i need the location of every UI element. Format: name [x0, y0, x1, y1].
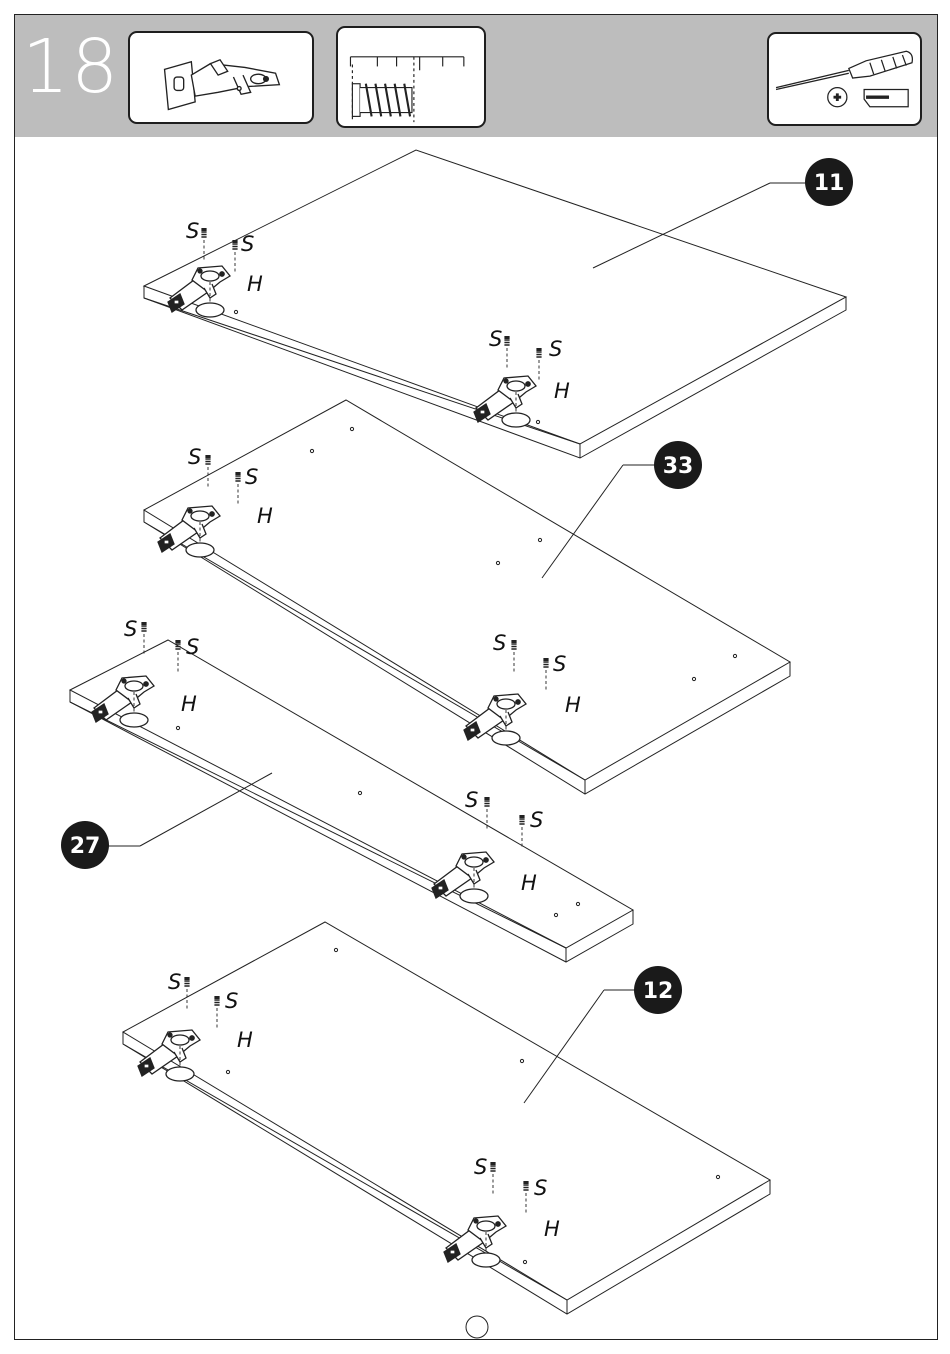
svg-text:H: H	[237, 1028, 253, 1052]
svg-text:S: S	[474, 1155, 487, 1179]
svg-text:H: H	[565, 693, 581, 717]
svg-text:S: S	[225, 989, 238, 1013]
svg-text:H: H	[544, 1217, 560, 1241]
svg-text:H: H	[181, 692, 197, 716]
svg-text:H: H	[554, 379, 570, 403]
page-marker-circle	[466, 1316, 488, 1338]
svg-text:33: 33	[663, 454, 694, 479]
callout-33: 33	[654, 441, 702, 489]
svg-text:S: S	[245, 465, 258, 489]
svg-text:S: S	[241, 232, 254, 256]
svg-text:S: S	[493, 631, 506, 655]
svg-text:S: S	[465, 788, 478, 812]
callout-27: 27	[61, 821, 109, 869]
svg-text:S: S	[186, 219, 199, 243]
svg-text:27: 27	[70, 834, 101, 859]
svg-text:12: 12	[643, 979, 674, 1004]
svg-text:S: S	[186, 635, 199, 659]
svg-text:S: S	[489, 327, 502, 351]
svg-text:S: S	[124, 617, 137, 641]
svg-text:S: S	[530, 808, 543, 832]
svg-text:H: H	[257, 504, 273, 528]
svg-text:S: S	[549, 337, 562, 361]
svg-text:S: S	[553, 652, 566, 676]
callout-12: 12	[634, 966, 682, 1014]
svg-text:S: S	[534, 1176, 547, 1200]
svg-text:H: H	[521, 871, 537, 895]
svg-text:H: H	[247, 272, 263, 296]
svg-text:S: S	[188, 445, 201, 469]
svg-text:11: 11	[814, 171, 845, 196]
callout-11: 11	[805, 158, 853, 206]
svg-text:S: S	[168, 970, 181, 994]
